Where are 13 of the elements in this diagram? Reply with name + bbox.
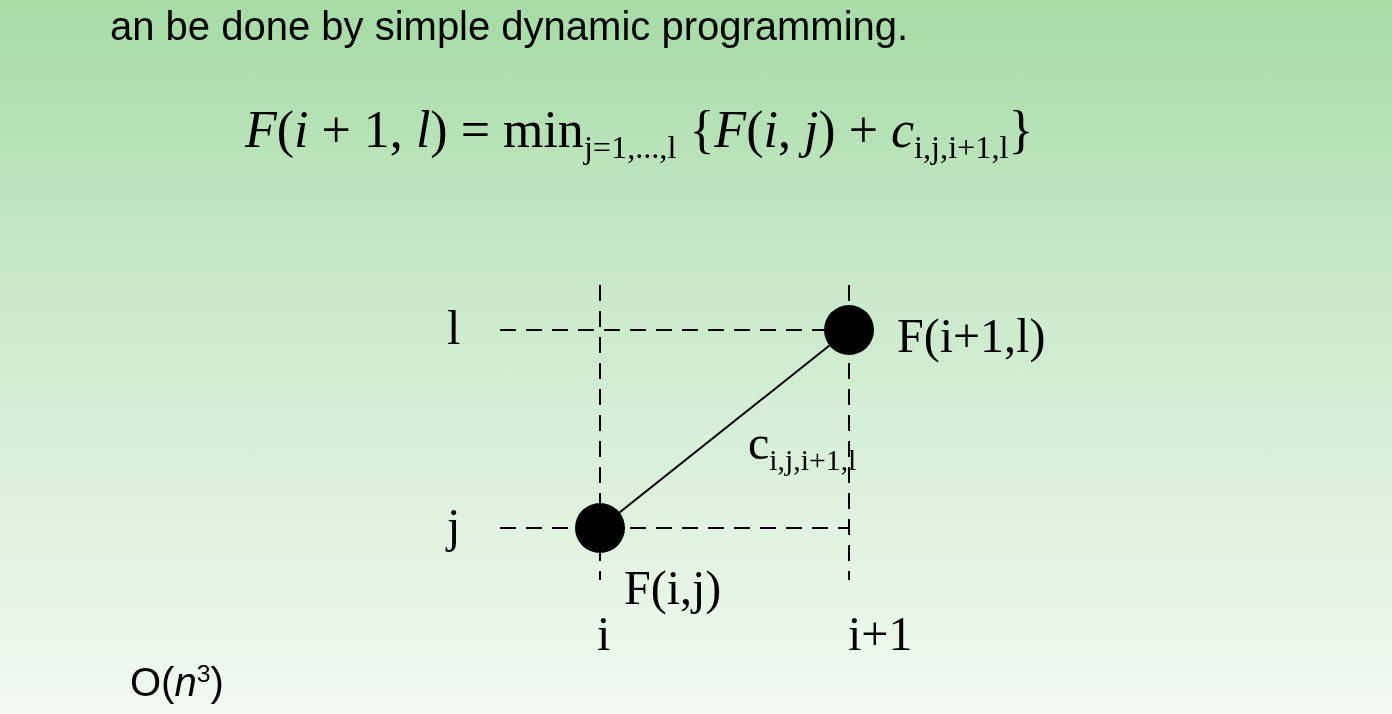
edge-label: c$_{i,j,i+1,l}$	[748, 415, 857, 477]
slide-text: an be done by simple dynamic programming.	[110, 4, 909, 49]
point-dot	[575, 503, 625, 553]
point-label: F(i,j)	[624, 560, 722, 615]
axis-label: i	[597, 606, 611, 661]
point-label: F(i+1,l)	[897, 308, 1046, 363]
connecting-line	[618, 344, 831, 514]
point-dot	[824, 305, 874, 355]
axis-label: j	[447, 498, 461, 553]
axis-label: l	[447, 300, 461, 355]
axis-label: i+1	[848, 606, 913, 661]
slide-text: O(n$^{3}$)	[130, 660, 224, 706]
recurrence-formula: F(i + 1,l) = min$_{j=1,...,l}$ {F(i, j) + c$_{i,j,i+1,l}$}	[245, 100, 1034, 167]
